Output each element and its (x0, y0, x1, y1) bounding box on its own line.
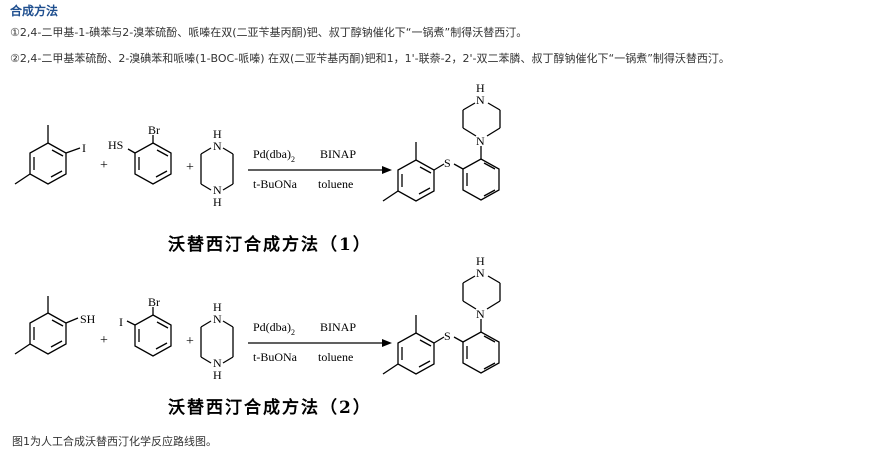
catalyst-subscript: 2 (291, 328, 295, 337)
scheme2-title: 沃替西汀合成方法（2） (168, 397, 372, 418)
ligand-label: BINAP (320, 320, 356, 334)
method-2-text: ②2,4-二甲基苯硫酚、2-溴碘苯和哌嗪(1-BOC-哌嗪) 在双(二亚苄基丙酮… (10, 52, 730, 65)
scheme2-conditions: Pd(dba)2 BINAP t-BuONa toluene (248, 320, 392, 364)
product-nh-h: H (476, 254, 485, 268)
scheme1-reactant-bromothiophenol: Br HS (108, 123, 172, 185)
iodine-label: I (82, 141, 86, 155)
sulfur-label: S (444, 156, 451, 170)
piperazine-n-bottom: N (213, 356, 222, 370)
piperazine-h-top: H (213, 300, 222, 314)
piperazine-h-top: H (213, 127, 222, 141)
solvent-label: toluene (318, 350, 353, 364)
thiol-label: HS (108, 138, 123, 152)
plus-sign: + (100, 333, 108, 348)
scheme1-product-vortioxetine: S N N H (382, 81, 501, 202)
bromine-label: Br (148, 295, 160, 309)
scheme2-product-vortioxetine: S N N H (382, 254, 501, 375)
catalyst-label: Pd(dba) (253, 147, 291, 161)
scheme-2: SH + Br I + N H N H (14, 254, 501, 418)
iodine-label: I (119, 315, 123, 329)
catalyst-label: Pd(dba) (253, 320, 291, 334)
scheme1-conditions: Pd(dba)2 BINAP t-BuONa toluene (248, 147, 392, 191)
scheme-1: I + Br HS + N H N H (14, 81, 501, 255)
product-n-label: N (476, 134, 485, 148)
plus-sign: + (100, 158, 108, 173)
piperazine-n-top: N (213, 312, 222, 326)
svg-text:Pd(dba)2: Pd(dba)2 (253, 147, 295, 164)
piperazine-n-bottom: N (213, 183, 222, 197)
figure-caption: 图1为人工合成沃替西汀化学反应路线图。 (12, 435, 217, 448)
method-1-text: ①2,4-二甲基-1-碘苯与2-溴苯硫酚、哌嗪在双(二亚苄基丙酮)钯、叔丁醇钠催… (10, 26, 528, 39)
bromine-label: Br (148, 123, 160, 137)
product-n-label: N (476, 307, 485, 321)
piperazine-h-bottom: H (213, 368, 222, 382)
ligand-label: BINAP (320, 147, 356, 161)
catalyst-subscript: 2 (291, 155, 295, 164)
scheme2-reactant-bromoiodobenzene: Br I (119, 295, 172, 357)
scheme1-title: 沃替西汀合成方法（1） (168, 234, 372, 255)
base-label: t-BuONa (253, 177, 298, 191)
svg-text:Pd(dba)2: Pd(dba)2 (253, 320, 295, 337)
scheme2-reactant-piperazine: N H N H (200, 300, 234, 382)
plus-sign: + (186, 160, 194, 175)
solvent-label: toluene (318, 177, 353, 191)
sulfur-label: S (444, 329, 451, 343)
section-heading: 合成方法 (10, 4, 59, 18)
piperazine-n-top: N (213, 139, 222, 153)
product-nh-n: N (476, 266, 485, 280)
plus-sign: + (186, 334, 194, 349)
scheme2-reactant-dimethylthiophenol: SH (14, 296, 96, 355)
thiol-label: SH (80, 312, 96, 326)
product-nh-n: N (476, 93, 485, 107)
scheme1-reactant-dimethyliodobenzene: I (14, 125, 86, 185)
scheme1-reactant-piperazine: N H N H (200, 127, 234, 209)
product-nh-h: H (476, 81, 485, 95)
piperazine-h-bottom: H (213, 195, 222, 209)
base-label: t-BuONa (253, 350, 298, 364)
